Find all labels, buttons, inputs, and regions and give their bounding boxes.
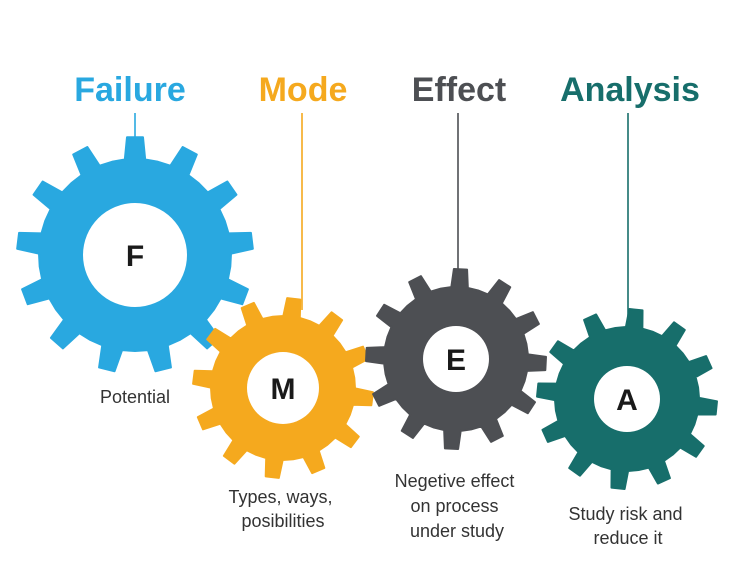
analysis-gear-letter: A <box>616 384 638 417</box>
effect-description-line: Negetive effect <box>395 471 515 491</box>
mode-description-line: posibilities <box>241 511 324 531</box>
mode-description: Types, ways, posibilities <box>228 487 337 531</box>
failure-description-line: Potential <box>100 387 170 407</box>
mode-description-line: Types, ways, <box>228 487 332 507</box>
analysis-description: Study risk and reduce it <box>568 504 687 548</box>
analysis-description-line: Study risk and <box>568 504 682 524</box>
mode-gear-letter: M <box>271 373 296 406</box>
effect-heading: Effect <box>412 71 506 109</box>
analysis-heading: Analysis <box>560 71 700 109</box>
effect-description-line: under study <box>410 521 504 541</box>
failure-description: Potential <box>100 387 170 407</box>
mode-gear-hub <box>247 352 319 424</box>
effect-gear-hub <box>423 326 489 392</box>
effect-description-line: on process <box>410 496 498 516</box>
effect-gear-letter: E <box>446 344 466 377</box>
effect-description: Negetive effect on process under study <box>395 471 520 541</box>
analysis-gear-hub <box>594 366 660 432</box>
mode-heading: Mode <box>259 71 348 109</box>
failure-gear-hub <box>83 203 187 307</box>
analysis-description-line: reduce it <box>593 528 662 548</box>
failure-gear-letter: F <box>126 240 144 273</box>
failure-heading: Failure <box>74 71 185 109</box>
